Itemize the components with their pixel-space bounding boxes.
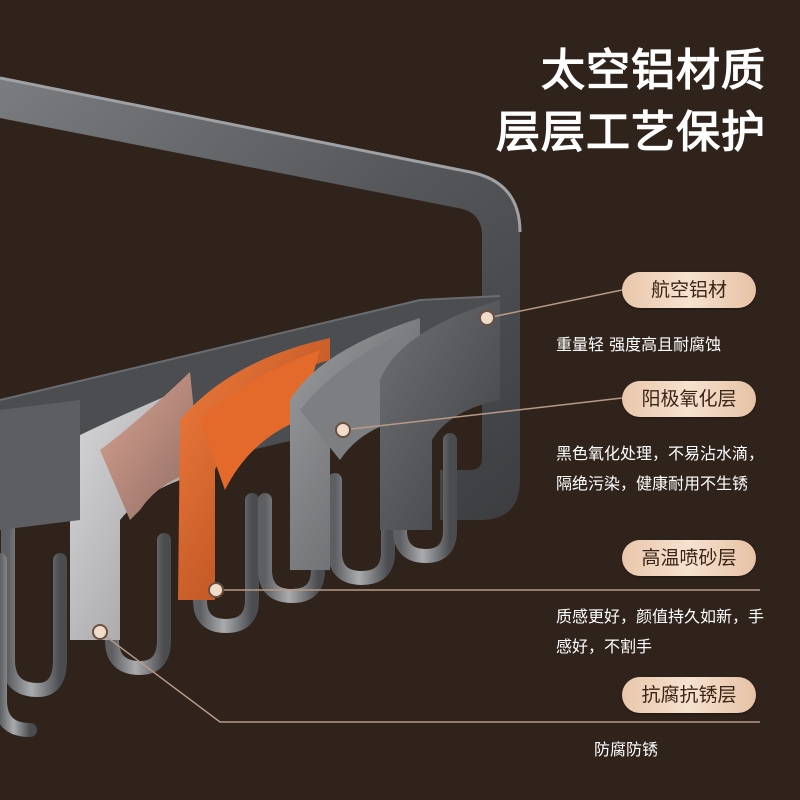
leader-lines (99, 289, 760, 723)
layer-anodized (290, 318, 420, 570)
marker-dots (92, 310, 495, 640)
headline: 太空铝材质 层层工艺保护 (496, 40, 766, 164)
layer-badge-anti-rust: 抗腐抗锈层 (622, 677, 756, 713)
headline-line-1: 太空铝材质 (541, 45, 766, 96)
layer-badge-sandblast: 高温喷砂层 (622, 540, 756, 576)
wire-loops (0, 433, 457, 737)
frame-left-edge (0, 400, 80, 530)
layer-sandblast (178, 338, 330, 600)
layer-desc-anodized: 黑色氧化处理，不易沾水滴，隔绝污染，健康耐用不生锈 (556, 444, 765, 493)
layer-anti-rust (70, 372, 200, 640)
layer-desc-anti-rust: 防腐防锈 (594, 740, 659, 759)
headline-line-2: 层层工艺保护 (496, 107, 766, 158)
layer-desc-aluminium: 重量轻 强度高且耐腐蚀 (556, 335, 722, 354)
layer-desc-sandblast: 质感更好，颜值持久如新，手感好，不割手 (556, 607, 765, 656)
layer-badge-aluminium: 航空铝材 (622, 272, 756, 308)
layer-badge-anodized: 阳极氧化层 (622, 381, 756, 417)
layer-aluminium (380, 300, 500, 530)
